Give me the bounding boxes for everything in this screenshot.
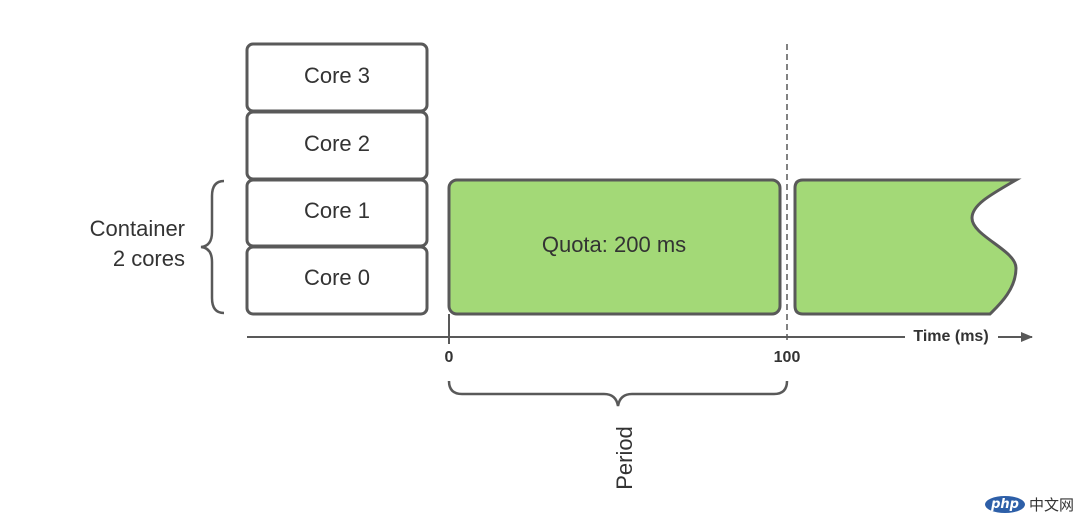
period-brace — [447, 380, 789, 407]
core-label-0: Core 0 — [304, 265, 370, 290]
container-label: Container — [90, 216, 185, 241]
core-box-0: Core 0 — [245, 245, 429, 316]
watermark-badge: php — [985, 496, 1025, 513]
container-brace — [200, 179, 225, 315]
core-label-1: Core 1 — [304, 198, 370, 223]
period-label: Period — [612, 426, 637, 490]
quota-label: Quota: 200 ms — [542, 232, 686, 257]
core-label-2: Core 2 — [304, 131, 370, 156]
quota-block-first-period — [447, 178, 782, 316]
quota-block-next-period — [793, 178, 1022, 316]
container-cores-label: 2 cores — [113, 246, 185, 271]
watermark-text: 中文网 — [1028, 496, 1074, 514]
core-box-2: Core 2 — [245, 110, 429, 181]
tick-label-100: 100 — [774, 349, 801, 366]
core-box-3: Core 3 — [245, 42, 429, 113]
core-label-3: Core 3 — [304, 63, 370, 88]
watermark-logo: php 中文网 — [985, 494, 1074, 515]
time-axis-label: Time (ms) — [913, 328, 988, 345]
core-stack: Core 3 Core 2 Core 1 Core 0 — [245, 42, 429, 316]
tick-label-0: 0 — [445, 349, 454, 366]
core-box-1: Core 1 — [245, 178, 429, 248]
